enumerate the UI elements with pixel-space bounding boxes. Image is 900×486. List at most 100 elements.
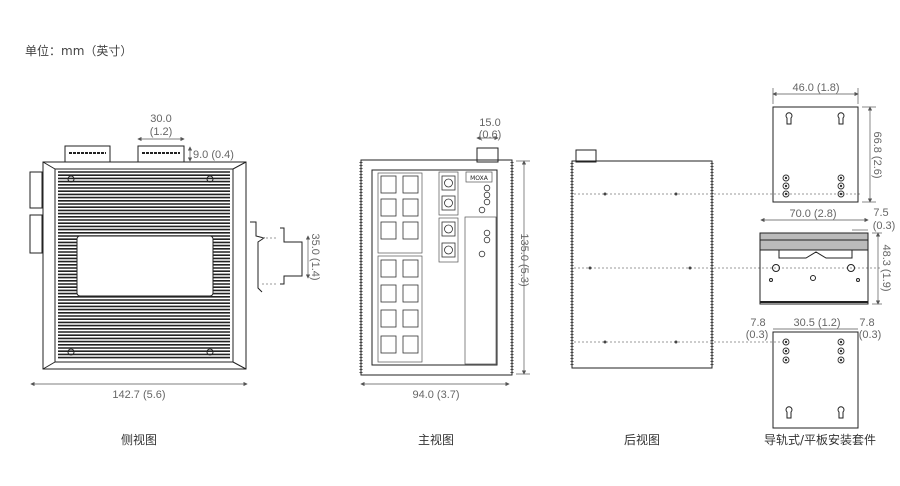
- conn-height-dim: 9.0 (0.4): [193, 149, 234, 161]
- conn-width-dim-in: (1.2): [150, 126, 173, 138]
- mount-kit-caption: 导轨式/平板安装套件: [764, 432, 876, 447]
- mounting-hole-center: [839, 358, 843, 362]
- rj45-port: [380, 221, 397, 240]
- side-width-dim: 142.7 (5.6): [112, 389, 165, 401]
- rail-height-dim: 48.3 (1.9): [880, 244, 892, 291]
- rj45-port: [380, 309, 397, 328]
- rj45-port: [380, 198, 397, 217]
- mounting-hole: [782, 356, 790, 364]
- mount-kit: 46.0 (1.8) 66.8 (2.6) 70.0 (2.8) 7.5 (0.…: [746, 82, 896, 447]
- led-icon: [483, 236, 491, 244]
- sfp-port: [438, 171, 459, 216]
- rj45-port: [402, 175, 419, 194]
- mounting-hole: [837, 347, 845, 355]
- front-width-dim: 94.0 (3.7): [412, 389, 459, 401]
- unit-label: 单位：mm（英寸）: [25, 44, 133, 58]
- rail-width-dim: 70.0 (2.8): [789, 208, 836, 220]
- side-view: 35.0 (1.4) 30.0 (1.2) 9.0 (0.4) 142.7 (5…: [29, 113, 321, 447]
- fiber-port: [441, 221, 456, 237]
- margin-left-dim-in: (0.3): [746, 329, 769, 341]
- mounting-hole: [837, 190, 845, 198]
- keyhole-icon: [837, 112, 845, 125]
- rj45-block-upper: [377, 172, 423, 254]
- model-panel: [464, 216, 497, 365]
- screw-icon: [847, 264, 855, 272]
- keyhole-icon: [837, 406, 845, 419]
- keyhole-icon: [785, 112, 793, 125]
- margin-right-dim-in: (0.3): [859, 329, 882, 341]
- mounting-hole-center: [784, 192, 788, 196]
- plate-height-dim: 66.8 (2.6): [871, 131, 883, 178]
- mounting-hole: [837, 174, 845, 182]
- mounting-hole: [782, 347, 790, 355]
- rear-view-caption: 后视图: [624, 432, 660, 447]
- rear-view: 后视图: [570, 149, 880, 447]
- top-connector: [476, 147, 499, 163]
- plate-width-dim: 46.0 (1.8): [792, 82, 839, 94]
- mounting-hole-center: [784, 184, 788, 188]
- rj45-port: [402, 221, 419, 240]
- din-rail-profile: [280, 227, 303, 285]
- rail-offset-dim: 7.5: [873, 207, 888, 219]
- mounting-hole-center: [839, 192, 843, 196]
- fiber-port: [441, 175, 456, 191]
- conn-width-dim: 30.0: [150, 113, 171, 125]
- rj45-ports: [380, 175, 419, 354]
- margin-left-dim: 7.8: [750, 317, 765, 329]
- screw-icon: [206, 175, 214, 183]
- rj45-port: [402, 335, 419, 354]
- screw-icon: [67, 348, 75, 356]
- rj45-port: [380, 175, 397, 194]
- rear-body: [571, 160, 713, 369]
- din-clip: [250, 221, 266, 293]
- rj45-port: [380, 259, 397, 278]
- mounting-hole-center: [784, 358, 788, 362]
- mounting-hole-center: [784, 176, 788, 180]
- rj45-port: [402, 309, 419, 328]
- led-icon: [483, 198, 491, 206]
- rj45-port: [402, 198, 419, 217]
- mounting-hole: [837, 338, 845, 346]
- led-icon: [478, 206, 486, 214]
- side-connector: [29, 214, 43, 254]
- top-connector: [575, 149, 597, 163]
- keyhole-icon: [785, 406, 793, 419]
- fiber-port-ring: [444, 178, 453, 188]
- fiber-port: [441, 195, 456, 211]
- brand-plate: [465, 171, 493, 183]
- front-height-dim: 135.0 (5.3): [518, 233, 530, 286]
- front-view-caption: 主视图: [418, 432, 454, 447]
- rail-offset-dim-in: (0.3): [873, 220, 896, 232]
- label-window: [76, 235, 214, 297]
- rj45-port: [380, 335, 397, 354]
- screw-icon: [206, 348, 214, 356]
- status-leds: [478, 184, 491, 258]
- mounting-hole: [782, 182, 790, 190]
- fiber-port: [441, 242, 456, 258]
- mounting-hole: [782, 190, 790, 198]
- screw-icon: [67, 175, 75, 183]
- mounting-hole: [837, 182, 845, 190]
- side-connector: [29, 171, 43, 209]
- side-view-caption: 侧视图: [121, 432, 157, 447]
- mounting-hole-center: [839, 340, 843, 344]
- mounting-hole-center: [784, 340, 788, 344]
- led-icon: [483, 184, 491, 192]
- side-body: [42, 161, 247, 370]
- rj45-port: [402, 259, 419, 278]
- fiber-port-ring: [444, 224, 453, 234]
- mounting-holes: [782, 174, 845, 364]
- mounting-hole-center: [839, 176, 843, 180]
- rj45-port: [380, 284, 397, 303]
- fiber-connectors: [441, 175, 456, 258]
- mounting-hole: [782, 174, 790, 182]
- rj45-port: [402, 284, 419, 303]
- led-icon: [483, 229, 491, 237]
- conn-width-dim-in: (0.6): [479, 129, 502, 141]
- conn-width-dim: 15.0: [479, 117, 500, 129]
- mounting-hole-center: [839, 184, 843, 188]
- fiber-port-ring: [444, 198, 453, 208]
- mounting-hole-center: [839, 349, 843, 353]
- hole-spacing-dim: 30.5 (1.2): [793, 317, 840, 329]
